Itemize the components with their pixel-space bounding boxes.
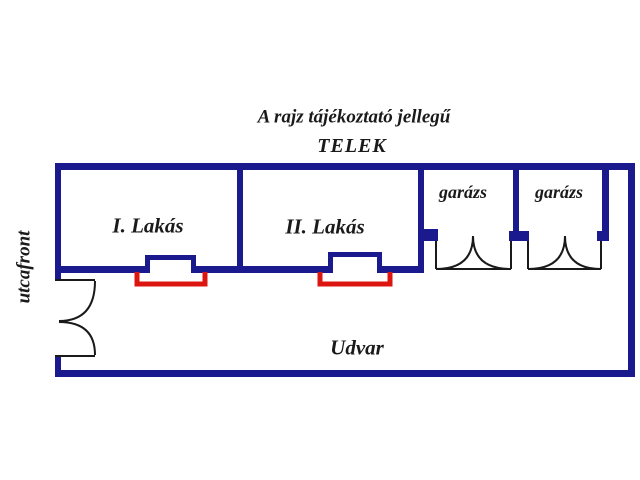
apartment-1-steps — [134, 272, 208, 287]
garage-2-right-jamb-cap — [597, 231, 609, 241]
garage-2-label: garázs — [534, 182, 584, 202]
garage-1-left-door-arc — [435, 235, 474, 270]
garage-2-right-wall — [602, 163, 609, 233]
apartment-divider-wall — [237, 163, 243, 273]
apartments-bottom-wall-segment-3 — [382, 266, 424, 273]
apartment-2-right-wall — [418, 163, 424, 273]
apartment-2-label: II. Lakás — [285, 214, 365, 239]
apartment-1-porch-left — [145, 255, 150, 273]
plot-right-wall — [628, 163, 635, 377]
garage-1-label: garázs — [438, 182, 488, 202]
apartment-2-porch-top — [328, 252, 382, 257]
apartments-bottom-wall-segment-2 — [196, 266, 328, 273]
garage-1-left-jamb-stub — [424, 229, 438, 241]
street-front-label: utcafront — [13, 230, 35, 304]
apartment-1-label: I. Lakás — [112, 213, 184, 238]
apartment-2-porch-right — [377, 252, 382, 273]
garage-divider-wall — [513, 163, 519, 233]
yard-label: Udvar — [330, 335, 384, 360]
garage-divider-jamb-cap — [509, 231, 529, 241]
apartment-1-porch-right — [191, 255, 196, 273]
plot-left-wall-lower — [55, 357, 61, 377]
gate-lower-door-arc — [58, 321, 96, 356]
garage-1-right-door-arc — [472, 235, 512, 270]
garage-2-left-door-arc — [527, 235, 566, 270]
plot-label: TELEK — [317, 135, 387, 157]
disclaimer-title: A rajz tájékoztató jellegű — [257, 106, 451, 128]
plot-left-wall-upper — [55, 163, 61, 280]
plot-bottom-wall — [55, 370, 635, 377]
apartment-2-steps — [317, 272, 393, 287]
gate-upper-door-arc — [58, 280, 96, 322]
apartment-2-porch-left — [328, 252, 333, 273]
plot-top-wall — [55, 163, 635, 170]
apartment-1-porch-top — [145, 255, 196, 260]
apartments-bottom-wall-segment-1 — [55, 266, 145, 273]
garage-2-right-door-arc — [564, 235, 602, 270]
